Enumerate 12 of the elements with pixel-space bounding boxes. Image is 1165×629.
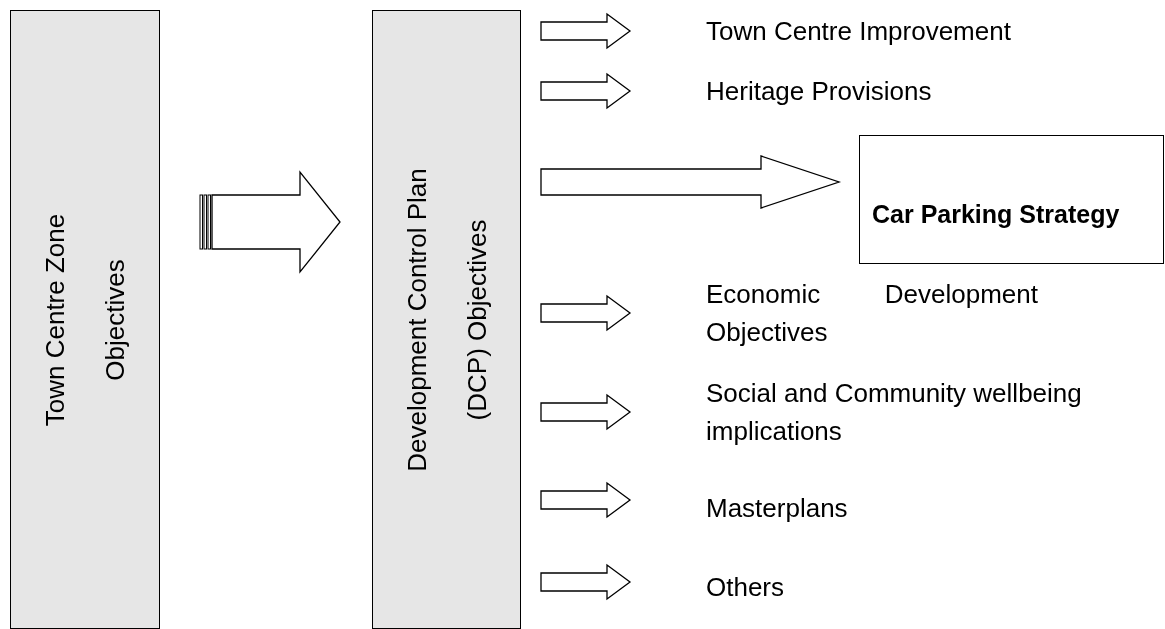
item-label: Economic Development Objectives xyxy=(706,278,1038,349)
item-label: Masterplans xyxy=(706,492,848,525)
objectives-bar xyxy=(10,10,160,629)
objectives-bar xyxy=(372,10,521,629)
strategy-title: Car Parking Strategy xyxy=(872,200,1120,229)
item-label: Town Centre Improvement xyxy=(706,15,1011,48)
vertical-label: Development Control Plan (DCP) Objectives xyxy=(400,166,493,474)
item-label: Heritage Provisions xyxy=(706,75,932,108)
item-label: Others xyxy=(706,571,785,604)
item-label: Social and Community wellbeing implications xyxy=(706,377,1083,448)
strategy-box xyxy=(859,135,1164,264)
vertical-label: Town Centre Zone Objectives xyxy=(39,212,131,428)
